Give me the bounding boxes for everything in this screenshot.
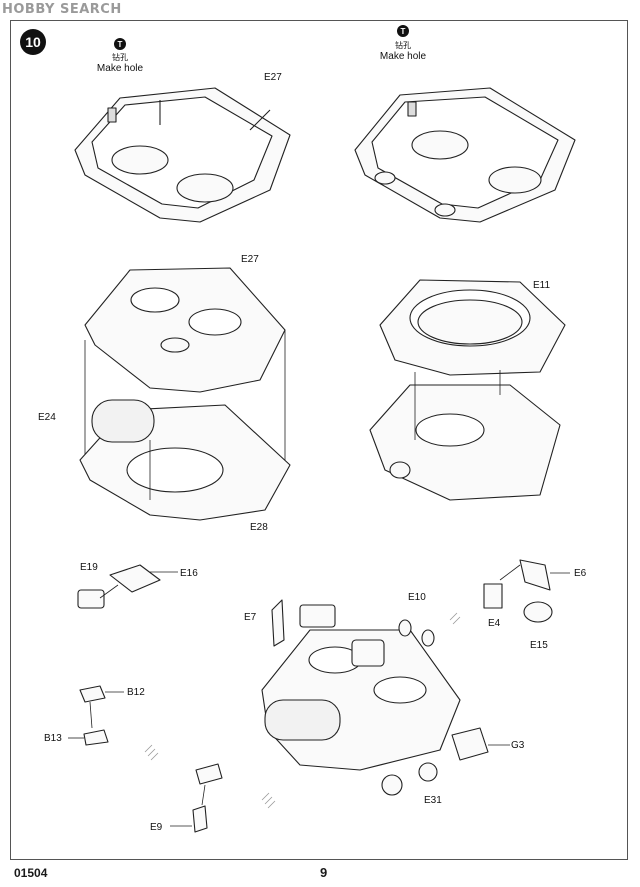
part-label-e28: E28 <box>250 522 268 533</box>
part-label-e31: E31 <box>424 795 442 806</box>
part-label-e27: E27 <box>241 254 259 265</box>
watermark-logo: HOBBY SEARCH <box>2 2 122 17</box>
note-cn-text: 钻孔 <box>395 41 411 50</box>
step-number-badge: 10 <box>20 29 46 55</box>
part-label-e24: E24 <box>38 412 56 423</box>
part-label-e10: E10 <box>408 592 426 603</box>
drawing-small-parts-e6-e4-e15 <box>484 560 570 622</box>
part-label-b12: B12 <box>127 687 145 698</box>
kit-number: 01504 <box>14 866 48 880</box>
drawing-turret-final <box>262 600 510 795</box>
make-hole-note-right: 钻孔 Make hole <box>372 40 434 62</box>
page-border <box>10 20 628 860</box>
drawing-hull-bottom-right <box>355 88 575 222</box>
drawing-turret-upper-left <box>80 268 290 520</box>
part-label-g3: G3 <box>511 740 525 751</box>
part-label-e16: E16 <box>180 568 198 579</box>
page-number: 9 <box>320 865 328 880</box>
part-label-e7: E7 <box>244 612 257 623</box>
note-cn-text: 钻孔 <box>112 53 128 62</box>
drill-tool-icon: T <box>114 38 126 50</box>
note-en-text: Make hole <box>379 51 427 62</box>
drawing-small-parts-b12-b13 <box>68 686 124 745</box>
drawing-hull-bottom-left <box>75 88 290 222</box>
part-label-b13: B13 <box>44 733 62 744</box>
part-label-e15: E15 <box>530 640 548 651</box>
part-label-e9: E9 <box>150 822 163 833</box>
note-en-text: Make hole <box>96 63 144 74</box>
drawing-small-parts-e19-e16 <box>78 565 178 608</box>
part-label-e19: E19 <box>80 562 98 573</box>
part-label-e4: E4 <box>488 618 501 629</box>
make-hole-note-left: 钻孔 Make hole <box>90 52 150 74</box>
part-label-e27: E27 <box>264 72 282 83</box>
drawing-shade-marks <box>145 613 460 808</box>
drawing-turret-ring-right <box>370 280 565 500</box>
part-label-e11: E11 <box>533 280 551 291</box>
drawing-small-parts-e9 <box>170 764 222 832</box>
drill-tool-icon: T <box>397 25 409 37</box>
part-label-e6: E6 <box>574 568 587 579</box>
